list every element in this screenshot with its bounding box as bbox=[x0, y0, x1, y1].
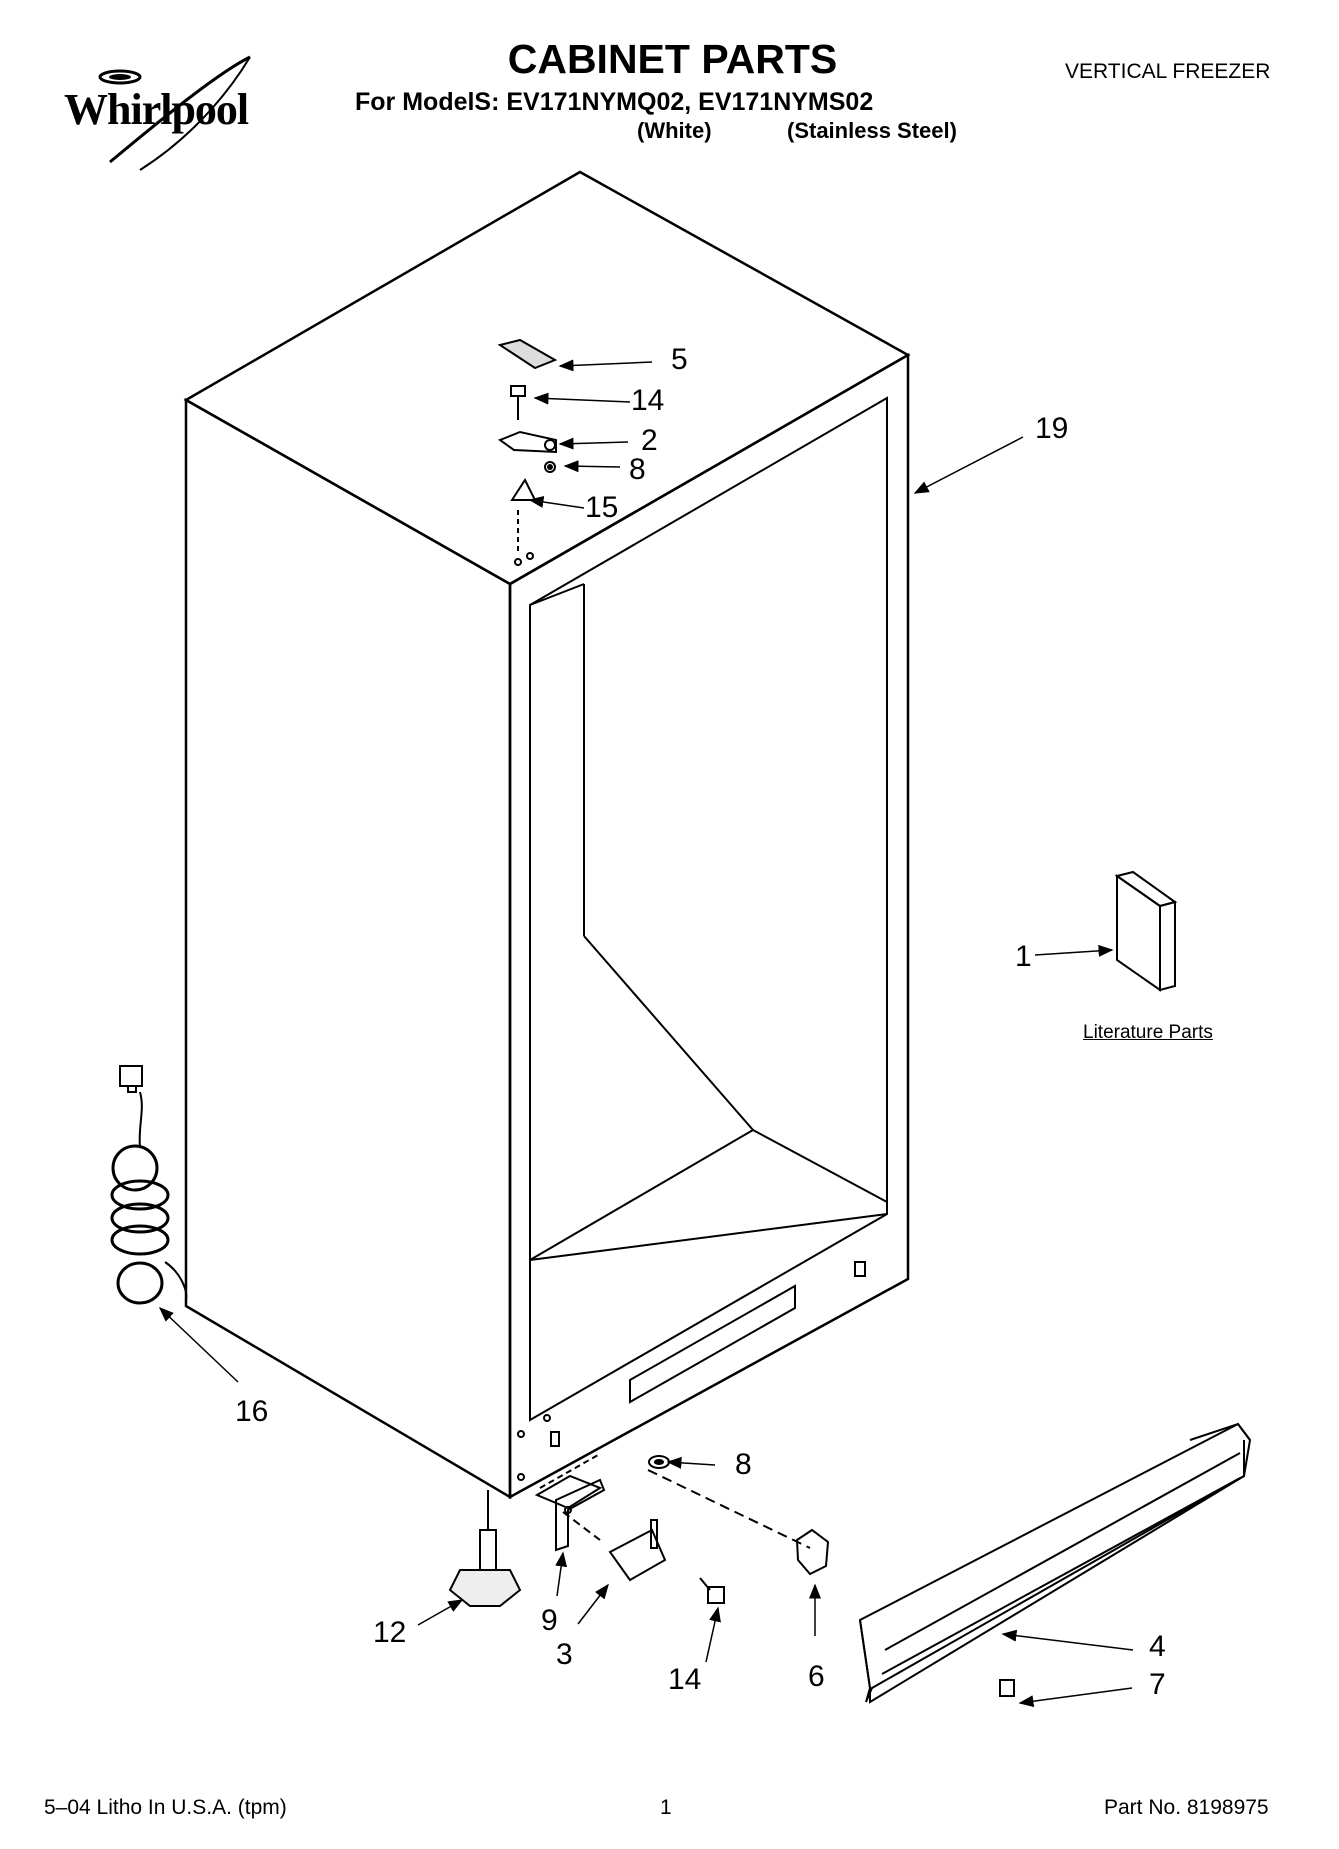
literature-parts-label: Literature Parts bbox=[1083, 1022, 1213, 1043]
top-hinge-assembly bbox=[497, 338, 558, 566]
page-title: CABINET PARTS bbox=[507, 36, 838, 82]
whirlpool-logo-swoosh-icon bbox=[98, 55, 251, 171]
callout-4: 4 bbox=[1149, 1630, 1166, 1663]
power-cord bbox=[110, 1065, 188, 1305]
brand-wordmark: Whirlpool bbox=[64, 85, 249, 134]
leader-arrows bbox=[158, 359, 1134, 1708]
product-category: VERTICAL FREEZER bbox=[1065, 60, 1271, 83]
callout-16: 16 bbox=[235, 1395, 269, 1428]
callout-7: 7 bbox=[1149, 1668, 1166, 1701]
callout-19: 19 bbox=[1035, 412, 1069, 445]
toe-grille bbox=[858, 1422, 1252, 1704]
callout-8-top: 8 bbox=[629, 453, 646, 486]
variant-stainless-label: (Stainless Steel) bbox=[787, 118, 957, 143]
callout-2: 2 bbox=[641, 424, 658, 457]
callout-14-bottom: 14 bbox=[668, 1663, 702, 1696]
callout-1: 1 bbox=[1015, 940, 1032, 973]
leveling-leg bbox=[448, 1490, 522, 1607]
footer-part-number: Part No. 8198975 bbox=[1104, 1796, 1269, 1819]
callout-6: 6 bbox=[808, 1660, 825, 1693]
footer-litho: 5–04 Litho In U.S.A. (tpm) bbox=[44, 1796, 287, 1819]
literature-booklet bbox=[1114, 870, 1178, 992]
callout-9: 9 bbox=[541, 1604, 558, 1637]
model-numbers: For ModelS: EV171NYMQ02, EV171NYMS02 bbox=[355, 88, 874, 116]
cabinet-body bbox=[183, 170, 911, 1500]
callout-14-top: 14 bbox=[631, 384, 665, 417]
footer-page-number: 1 bbox=[660, 1796, 672, 1819]
callout-8-bottom: 8 bbox=[735, 1448, 752, 1481]
callout-3: 3 bbox=[556, 1638, 573, 1671]
callout-15: 15 bbox=[585, 491, 619, 524]
bottom-hinge-assembly bbox=[534, 1454, 1015, 1697]
callout-5: 5 bbox=[671, 343, 688, 376]
callout-12: 12 bbox=[373, 1616, 407, 1649]
variant-white-label: (White) bbox=[637, 118, 712, 143]
